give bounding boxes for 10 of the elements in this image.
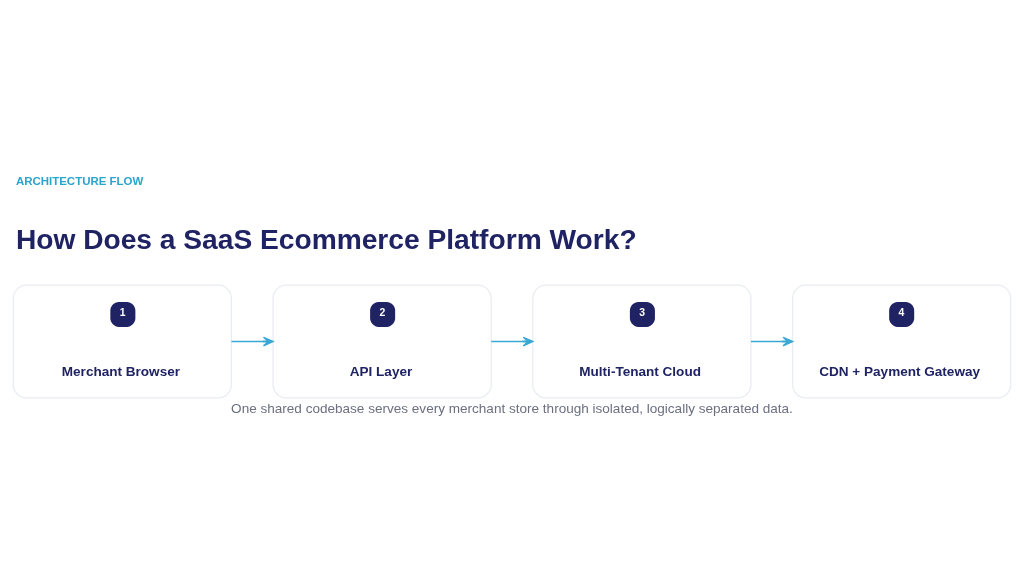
node-box: 3 Multi-Tenant Cloud (532, 284, 752, 398)
arrow (750, 336, 794, 346)
node-box: 1 Merchant Browser (12, 284, 232, 398)
caption: One shared codebase serves every merchant store through isolated, logically separated data. (231, 400, 793, 416)
arrow (230, 336, 274, 346)
node-box: 4 CDN + Payment Gateway (792, 284, 1012, 398)
arrow (490, 336, 534, 346)
node-box: 2 API Layer (272, 284, 492, 398)
label: ARCHITECTURE FLOW (15, 174, 144, 187)
diagram-title: How Does a SaaS Ecommerce Platform Work? (15, 223, 637, 255)
